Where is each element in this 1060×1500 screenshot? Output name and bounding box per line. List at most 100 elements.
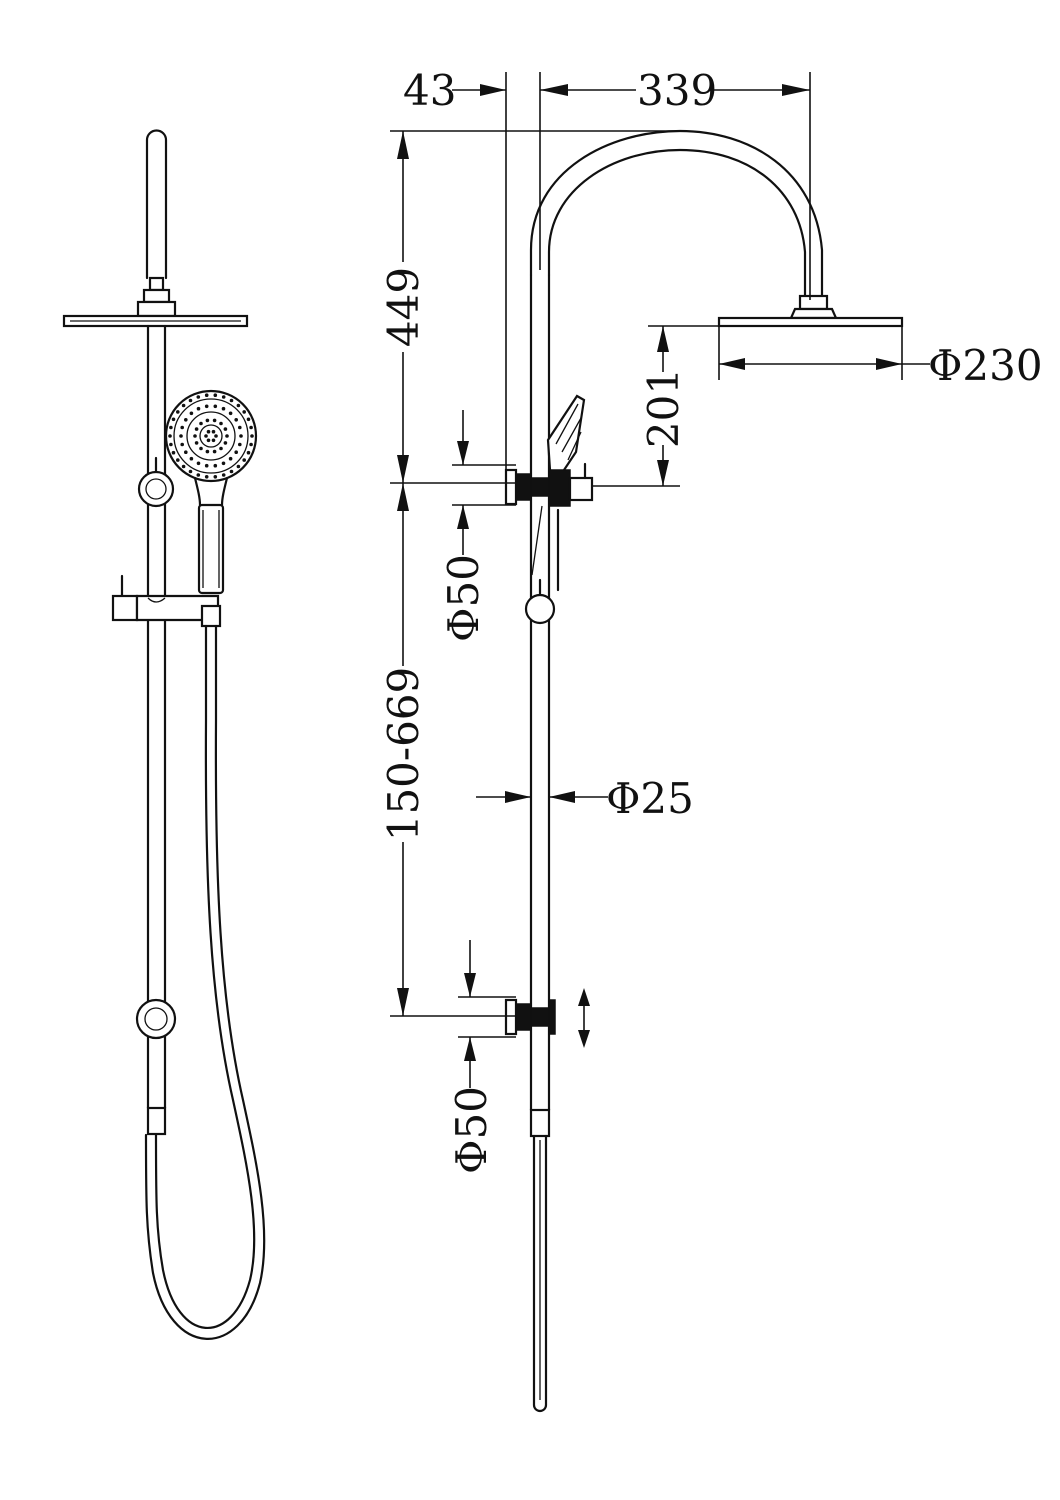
nozzle-dot bbox=[246, 417, 251, 422]
nozzle-dot bbox=[214, 434, 218, 438]
dim-upper-50-arrow-bottom bbox=[457, 505, 469, 529]
nozzle-dot bbox=[213, 463, 218, 468]
nozzle-dot bbox=[204, 404, 209, 409]
nozzle-dot bbox=[196, 473, 201, 477]
nozzle-dot bbox=[239, 434, 243, 438]
nozzle-dot bbox=[188, 469, 193, 474]
label-449: 449 bbox=[379, 267, 428, 347]
dim-25-arrow-left bbox=[505, 791, 531, 803]
dim-range-arrow-bottom bbox=[397, 988, 409, 1016]
nozzle-dot bbox=[194, 441, 199, 445]
nozzle-dot bbox=[228, 411, 233, 416]
dim-range-arrow-top bbox=[397, 483, 409, 511]
front-rose-hub bbox=[136, 300, 177, 318]
front-lower-bracket-inner bbox=[144, 1007, 168, 1031]
nozzle-dot bbox=[194, 427, 199, 431]
label-25: Φ25 bbox=[606, 774, 694, 823]
dim-201-arrow-top bbox=[657, 326, 669, 352]
front-slider-knob bbox=[111, 594, 139, 622]
dim-449-arrow-top bbox=[397, 131, 409, 159]
nozzle-dot bbox=[184, 418, 188, 422]
front-rose-connector bbox=[148, 276, 165, 292]
nozzle-dot bbox=[206, 429, 211, 434]
nozzle-dot bbox=[249, 442, 253, 447]
nozzle-dot bbox=[199, 421, 203, 426]
nozzle-dot bbox=[213, 393, 218, 398]
nozzle-dot bbox=[199, 446, 203, 451]
front-slider-detail bbox=[147, 597, 166, 603]
nozzle-dot bbox=[180, 425, 184, 430]
front-hand-shower-ring-1 bbox=[173, 398, 249, 474]
label-230: Φ230 bbox=[928, 341, 1043, 390]
front-hose-left-edge bbox=[154, 624, 256, 1330]
nozzle-dot bbox=[205, 449, 210, 454]
slide-travel-arrow-down bbox=[578, 1030, 590, 1048]
nozzle-dot bbox=[180, 442, 184, 447]
label-201: 201 bbox=[639, 368, 688, 448]
front-rail-bottom-cap bbox=[146, 1106, 167, 1136]
nozzle-dot bbox=[196, 406, 201, 411]
nozzle-dot bbox=[206, 438, 211, 443]
nozzle-dot bbox=[250, 434, 254, 438]
dim-201-arrow-bottom bbox=[657, 460, 669, 486]
nozzle-dot bbox=[212, 418, 217, 423]
nozzle-dot bbox=[205, 418, 210, 423]
nozzle-dot bbox=[242, 458, 246, 462]
side-lower-wall-flange bbox=[504, 998, 518, 1036]
front-hose-right-edge bbox=[144, 624, 266, 1340]
front-riser-pipe bbox=[145, 129, 168, 280]
nozzle-dot bbox=[236, 403, 241, 408]
nozzle-dot bbox=[212, 449, 217, 454]
nozzle-dot bbox=[229, 469, 234, 474]
dim-230-arrow-right bbox=[876, 358, 902, 370]
nozzle-dot bbox=[221, 473, 226, 477]
nozzle-dot bbox=[213, 475, 218, 479]
label-upper-50: Φ50 bbox=[439, 554, 488, 642]
front-upper-bracket-inner bbox=[145, 478, 167, 500]
nozzle-dot bbox=[168, 434, 172, 438]
front-hand-shower-ring-2 bbox=[186, 411, 236, 461]
front-rose-nut bbox=[142, 288, 171, 304]
nozzle-dot bbox=[221, 461, 226, 466]
nozzle-dot bbox=[211, 429, 216, 434]
nozzle-dot bbox=[249, 425, 253, 430]
dim-449-arrow-bottom bbox=[397, 455, 409, 483]
front-hand-shower-neck bbox=[193, 476, 229, 507]
nozzle-dot bbox=[188, 398, 193, 403]
side-rose-head bbox=[717, 316, 904, 328]
nozzle-dot bbox=[228, 456, 233, 461]
side-hose-down bbox=[532, 1134, 548, 1413]
dim-230-arrow-left bbox=[719, 358, 745, 370]
dim-upper-50-arrow-top bbox=[457, 441, 469, 465]
front-view bbox=[62, 129, 266, 1340]
side-upper-wall-flange bbox=[504, 468, 518, 506]
side-holder-brace bbox=[531, 505, 543, 576]
nozzle-dot bbox=[204, 475, 209, 479]
dimension-lines bbox=[390, 72, 930, 1088]
nozzle-dot bbox=[234, 418, 238, 422]
nozzle-dot bbox=[221, 406, 226, 411]
label-lower-50: Φ50 bbox=[447, 1086, 496, 1174]
front-hand-shower-ring-3 bbox=[199, 424, 223, 448]
nozzle-dot bbox=[184, 450, 188, 455]
nozzle-dot bbox=[189, 456, 194, 461]
front-hand-shower-nozzles bbox=[168, 393, 254, 479]
nozzle-dot bbox=[242, 410, 246, 414]
nozzle-dot bbox=[189, 411, 194, 416]
front-upper-wall-bracket bbox=[137, 470, 175, 508]
nozzle-dot bbox=[171, 450, 176, 455]
nozzle-dot bbox=[234, 450, 238, 455]
dim-25-arrow-right bbox=[549, 791, 575, 803]
nozzle-dot bbox=[223, 427, 228, 431]
side-view bbox=[504, 129, 904, 1413]
nozzle-dot bbox=[169, 442, 173, 447]
dimension-labels: 43 339 Φ230 449 150-669 201 Φ50 Φ50 Φ25 bbox=[379, 66, 1043, 1174]
nozzle-dot bbox=[238, 425, 242, 430]
dim-339-arrow-left bbox=[540, 84, 568, 96]
nozzle-dot bbox=[246, 450, 251, 455]
nozzle-dot bbox=[181, 464, 186, 469]
side-upper-bracket-knob bbox=[568, 476, 594, 502]
nozzle-dot bbox=[196, 461, 201, 466]
label-150-669: 150-669 bbox=[379, 667, 428, 842]
